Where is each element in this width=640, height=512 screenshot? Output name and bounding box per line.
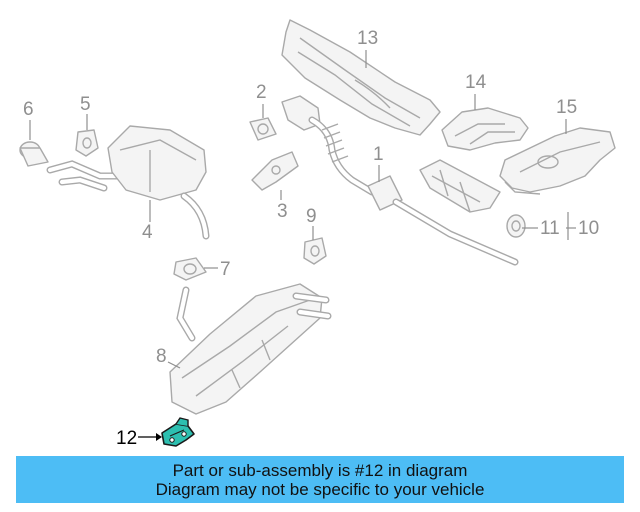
callout-12: 12: [116, 428, 162, 449]
callout-13: 13: [357, 28, 378, 68]
part-14-bracket[interactable]: [441, 107, 529, 151]
callout-8: 8: [156, 346, 181, 369]
part-4-muffler[interactable]: [46, 125, 210, 240]
svg-text:15: 15: [556, 97, 577, 118]
callout-15: 15: [556, 97, 577, 134]
callout-2: 2: [256, 82, 267, 118]
svg-text:6: 6: [23, 99, 34, 120]
callout-10: 10: [566, 212, 599, 240]
part-13-heat-shield[interactable]: [281, 19, 441, 136]
callout-3: 3: [277, 190, 288, 222]
svg-text:13: 13: [357, 28, 378, 49]
callout-14: 14: [465, 72, 487, 110]
part-7-clamp[interactable]: [173, 257, 207, 281]
banner-line-disclaimer: Diagram may not be specific to your vehi…: [155, 479, 485, 499]
svg-text:2: 2: [256, 82, 267, 103]
info-banner: Part or sub-assembly is #12 in diagram D…: [16, 456, 624, 503]
part-8-muffler[interactable]: [169, 283, 332, 415]
part-11-hanger[interactable]: [506, 214, 526, 238]
exhaust-parts-diagram: 13 14 15 2 1: [19, 19, 616, 449]
part-5-hanger[interactable]: [75, 129, 99, 157]
svg-text:5: 5: [80, 94, 91, 115]
svg-text:11: 11: [540, 218, 560, 239]
part-10-bracket[interactable]: [419, 159, 501, 213]
part-3-gasket[interactable]: [251, 151, 299, 191]
part-6-clamp[interactable]: [19, 141, 49, 167]
callout-5: 5: [80, 94, 91, 130]
callout-1: 1: [373, 144, 384, 182]
callout-7: 7: [204, 259, 231, 280]
callout-9: 9: [306, 206, 317, 240]
part-2-gasket[interactable]: [249, 117, 277, 141]
part-15-heat-shield[interactable]: [499, 127, 616, 195]
svg-text:8: 8: [156, 346, 167, 367]
svg-text:3: 3: [277, 201, 288, 222]
svg-text:1: 1: [373, 144, 384, 165]
part-1-front-pipe[interactable]: [281, 95, 519, 266]
callout-4: 4: [142, 200, 153, 243]
part-12-highlighted[interactable]: [161, 417, 195, 447]
svg-text:7: 7: [220, 259, 231, 280]
svg-text:12: 12: [116, 428, 137, 449]
part-9-hanger[interactable]: [303, 237, 327, 265]
svg-text:4: 4: [142, 222, 153, 243]
callout-11: 11: [522, 218, 560, 239]
callout-6: 6: [23, 99, 34, 140]
svg-text:9: 9: [306, 206, 317, 227]
svg-text:14: 14: [465, 72, 487, 93]
svg-text:10: 10: [578, 218, 599, 239]
banner-line-part: Part or sub-assembly is #12 in diagram: [172, 460, 468, 480]
